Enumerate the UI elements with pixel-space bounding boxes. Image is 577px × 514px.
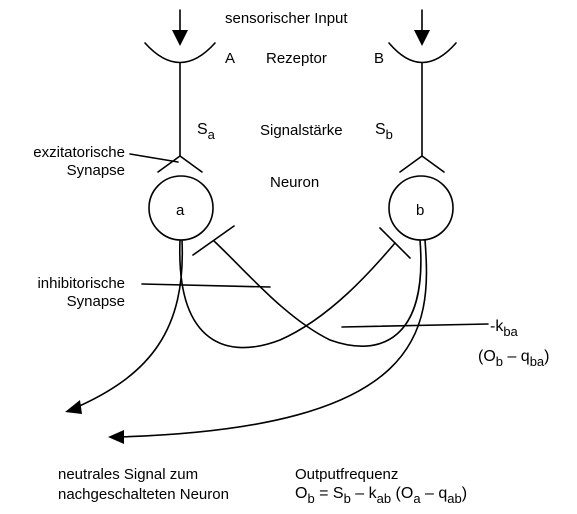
signal-a-label: Sa <box>197 121 215 142</box>
sensory-input-label: sensorischer Input <box>225 10 348 27</box>
inhibitory-synapse-label-line2: Synapse <box>66 293 125 310</box>
neuron-label: Neuron <box>270 174 320 191</box>
receptor-b-label: B <box>374 50 385 67</box>
neuron-a-label: a <box>176 202 185 219</box>
output-axon-a <box>74 239 184 409</box>
receptor-a-label: A <box>225 50 236 67</box>
neuron-b <box>388 175 454 241</box>
input-arrowhead-b <box>414 30 430 46</box>
inhibitory-leader-line <box>141 283 271 288</box>
output-frequency-label: Outputfrequenz <box>295 466 399 483</box>
neuron-a <box>148 175 214 241</box>
neuron-b-label: b <box>416 202 425 219</box>
output-arrowhead-b <box>108 430 124 444</box>
receptor-label: Rezeptor <box>266 50 327 67</box>
inhibitory-path-a-to-b <box>179 239 396 349</box>
neutral-signal-label-line2: nachgeschalteten Neuron <box>58 486 229 503</box>
k-leader-line <box>341 323 489 328</box>
k-ba-label: -kba <box>490 318 518 339</box>
output-formula: Ob = Sb – kab (Oa – qab) <box>295 485 468 506</box>
output-arrowhead-a <box>65 400 82 414</box>
o-b-q-ba-label: (Ob – qba) <box>478 348 550 369</box>
neutral-signal-label-line1: neutrales Signal zum <box>58 466 199 483</box>
receptor-b <box>388 42 457 64</box>
signal-strength-label: Signalstärke <box>260 122 343 139</box>
output-axon-b <box>117 239 428 438</box>
input-arrowhead-a <box>172 30 188 46</box>
signal-b-label: Sb <box>375 121 393 142</box>
excitatory-leader-line <box>129 153 179 163</box>
excitatory-synapse-b <box>399 155 445 173</box>
excitatory-synapse-a <box>157 155 203 173</box>
inhibitory-synapse-label-line1: inhibitorische <box>37 275 125 292</box>
excitatory-synapse-label-line2: Synapse <box>66 162 125 179</box>
excitatory-synapse-label-line1: exzitatorische <box>33 144 125 161</box>
inhibitory-path-b-to-a <box>213 239 422 347</box>
